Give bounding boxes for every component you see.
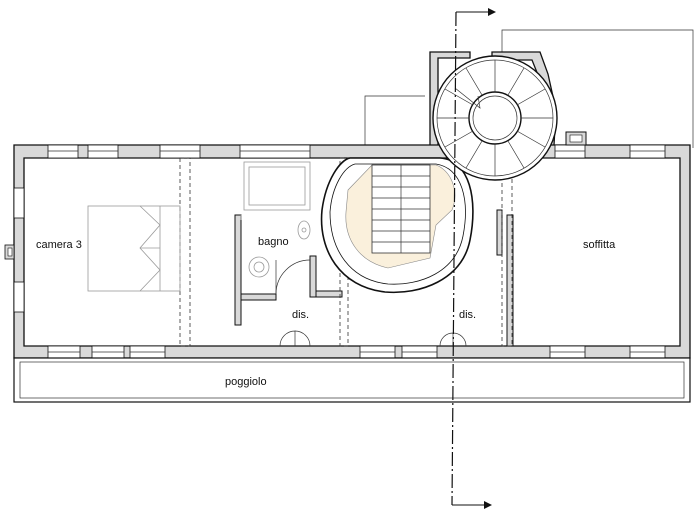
label-dis-left: dis. xyxy=(292,309,309,321)
bathroom-fixtures xyxy=(240,161,311,278)
bed xyxy=(87,205,181,292)
bottom-windows xyxy=(47,345,666,359)
curved-stairwell xyxy=(320,157,474,294)
stair-steps xyxy=(371,164,431,254)
label-dis-right: dis. xyxy=(459,309,476,321)
label-camera-3: camera 3 xyxy=(36,239,82,251)
label-bagno: bagno xyxy=(258,236,289,248)
section-line xyxy=(451,8,496,509)
left-windows xyxy=(4,187,25,313)
chimney xyxy=(565,131,587,146)
top-windows xyxy=(47,144,666,159)
label-poggiolo: poggiolo xyxy=(225,376,267,388)
spiral-staircase xyxy=(432,55,558,181)
label-soffitta: soffitta xyxy=(583,239,616,251)
interior-walls xyxy=(234,209,514,347)
spiral-treads xyxy=(437,60,553,176)
balcony xyxy=(13,357,691,403)
